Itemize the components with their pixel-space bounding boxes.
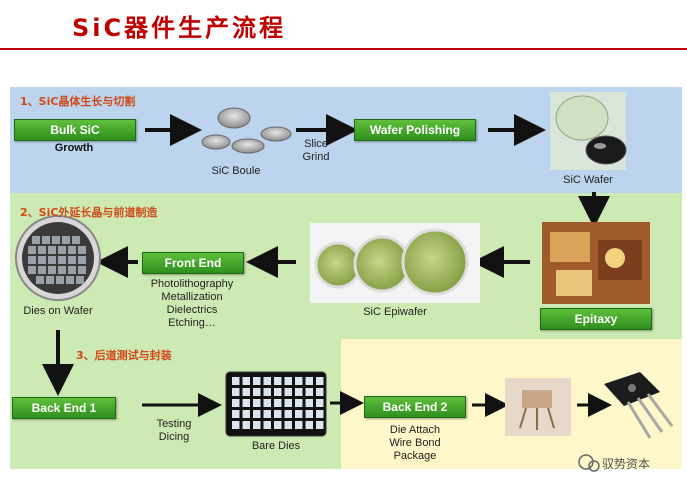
section-1-label: 1、SiC晶体生长与切割 [20,95,136,108]
bare-die [232,410,240,418]
bare-die [263,399,271,407]
fe-photolithography: Photolithography [150,278,234,290]
package-label: Package [393,450,437,462]
bare-die [305,410,313,418]
bare-die [284,421,292,429]
bare-die [253,399,261,407]
bare-die [274,377,282,385]
dicing-label: Dicing [158,431,190,443]
bare-die [295,399,303,407]
fe-metallization: Metallization [161,291,223,303]
wafer-polishing-box: Wafer Polishing [354,119,476,141]
bare-die [316,421,324,429]
bare-die [253,410,261,418]
bare-die [232,421,240,429]
bare-die [274,410,282,418]
sic-wafer-image [550,92,627,170]
fe-dielectrics: Dielectrics [166,304,218,316]
bare-die [284,377,292,385]
sic-boule-image [201,107,292,154]
bare-die [263,388,271,396]
back-end-1-box: Back End 1 [12,397,116,419]
bare-die [242,388,250,396]
front-end-box: Front End [142,252,244,274]
bare-dies-label: Bare Dies [251,440,301,452]
bare-die [274,388,282,396]
bare-die [305,421,313,429]
fe-etching: Etching… [168,317,216,329]
page-title: SiC器件生产流程 [72,14,287,42]
bare-die [316,399,324,407]
boule-label: SiC Boule [211,165,261,177]
grind-label: Grind [302,151,330,163]
epiwafer-label: SiC Epiwafer [363,306,427,318]
bare-die [295,410,303,418]
bare-die [242,399,250,407]
epitaxy-reactor-image [542,222,650,304]
section-3-label: 3、后道测试与封装 [76,349,172,362]
slice-label: Slice [304,138,328,150]
packaged-device-image [604,372,674,439]
bare-die [284,399,292,407]
bare-die [263,421,271,429]
back-end-2-box: Back End 2 [364,396,466,418]
die-attach-label: Die Attach [389,424,441,436]
testing-label: Testing [156,418,192,430]
bare-die [253,421,261,429]
bulk-sic-box: Bulk SiC [14,119,136,141]
watermark-text: 驭势资本 [602,457,651,471]
bare-die [284,388,292,396]
bare-die [295,388,303,396]
bare-die [295,421,303,429]
bare-die [263,377,271,385]
title-rule [0,48,687,50]
bare-die [316,377,324,385]
bare-die [242,410,250,418]
die-attach-package-image [505,378,571,436]
wafer-label: SiC Wafer [563,174,613,186]
bare-die [242,421,250,429]
bare-die [274,421,282,429]
bare-die [305,388,313,396]
bare-die [295,377,303,385]
bare-die [242,377,250,385]
bare-die [274,399,282,407]
epitaxy-box: Epitaxy [540,308,652,330]
wire-bond-label: Wire Bond [389,437,441,449]
section-2-label: 2、SiC外延长晶与前道制造 [20,206,158,219]
bare-die [232,399,240,407]
bare-die [305,399,313,407]
bare-die [305,377,313,385]
bare-die [263,410,271,418]
bare-die [284,410,292,418]
bare-die [232,377,240,385]
dies-on-wafer-label: Dies on Wafer [23,305,93,317]
bulk-sic-sub: Growth [54,142,94,154]
bare-die [316,410,324,418]
dies-on-wafer-image [15,215,101,301]
bare-die [253,377,261,385]
bare-dies-image [225,371,327,437]
wechat-icon [578,454,600,472]
bare-die [232,388,240,396]
bare-die [316,388,324,396]
bare-die [253,388,261,396]
sic-epiwafer-image [310,223,480,303]
